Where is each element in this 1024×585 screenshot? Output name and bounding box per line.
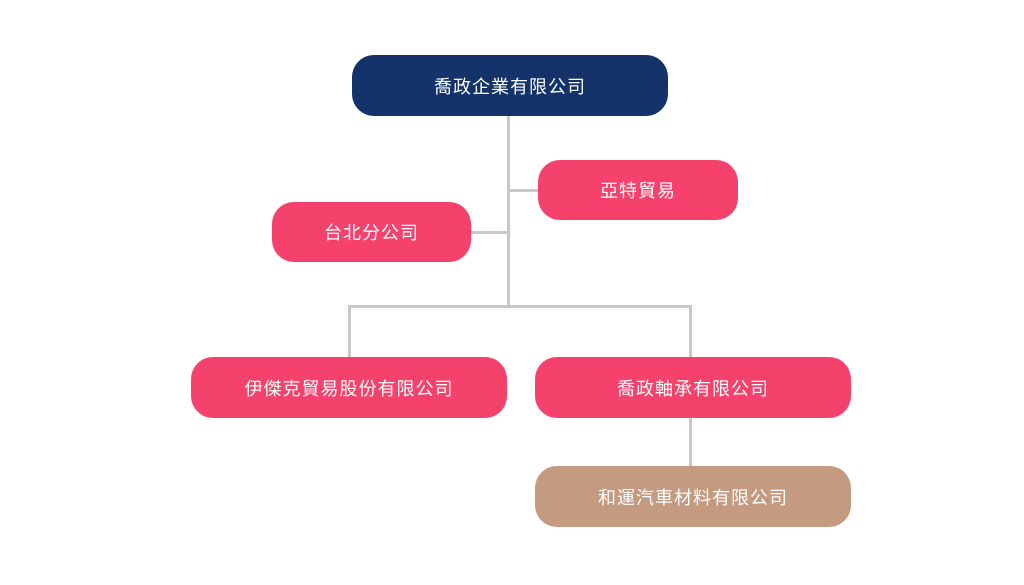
- node-label: 和運汽車材料有限公司: [598, 487, 788, 509]
- node-yate-trading[interactable]: 亞特貿易: [538, 160, 738, 220]
- node-label: 亞特貿易: [600, 181, 676, 202]
- node-heyun-auto-materials[interactable]: 和運汽車材料有限公司: [535, 466, 851, 527]
- node-label: 台北分公司: [324, 223, 419, 244]
- node-label: 喬政企業有限公司: [434, 76, 586, 98]
- connector-heyun: [689, 418, 692, 467]
- node-bearing-company[interactable]: 喬政軸承有限公司: [535, 357, 851, 418]
- node-label: 伊傑克貿易股份有限公司: [244, 378, 454, 400]
- node-taipei-branch[interactable]: 台北分公司: [272, 202, 471, 262]
- connector-root-trunk: [507, 116, 510, 307]
- connector-yijieke: [348, 305, 351, 358]
- node-root-company[interactable]: 喬政企業有限公司: [352, 55, 668, 116]
- node-label: 喬政軸承有限公司: [617, 378, 769, 400]
- connector-yate: [507, 189, 539, 192]
- connector-taipei: [471, 231, 509, 234]
- node-yijieke-trading[interactable]: 伊傑克貿易股份有限公司: [191, 357, 507, 418]
- connector-bearing: [689, 305, 692, 358]
- connector-horizontal-bar: [348, 305, 692, 308]
